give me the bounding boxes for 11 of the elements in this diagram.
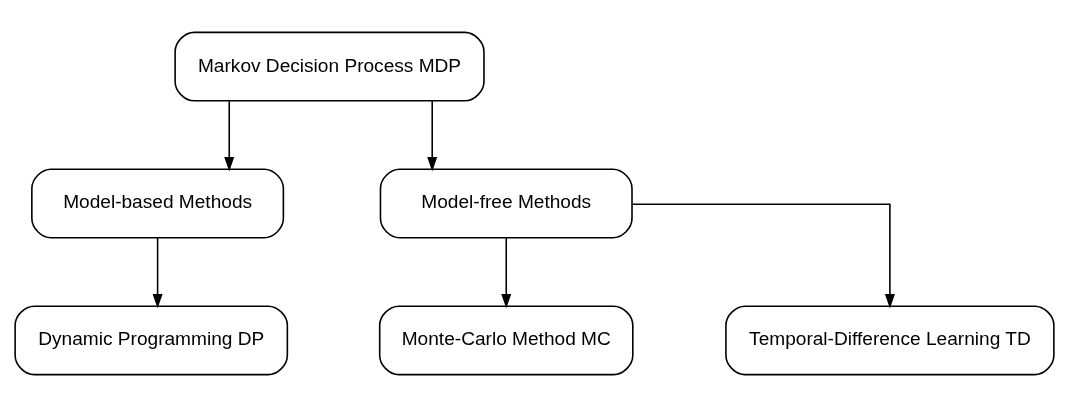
arrow (152, 237, 163, 309)
node-box: Temporal-Difference Learning TD (725, 305, 1055, 376)
node-box: Dynamic Programming DP (14, 305, 289, 376)
arrow (427, 100, 438, 172)
node-box: Monte-Carlo Method MC (378, 305, 634, 376)
arrow (501, 237, 512, 309)
node-box: Markov Decision Process MDP (174, 31, 485, 102)
arrow (631, 203, 895, 309)
node-box: Model-free Methods (379, 168, 633, 239)
node-box: Model-based Methods (31, 168, 285, 239)
arrow (224, 100, 235, 172)
